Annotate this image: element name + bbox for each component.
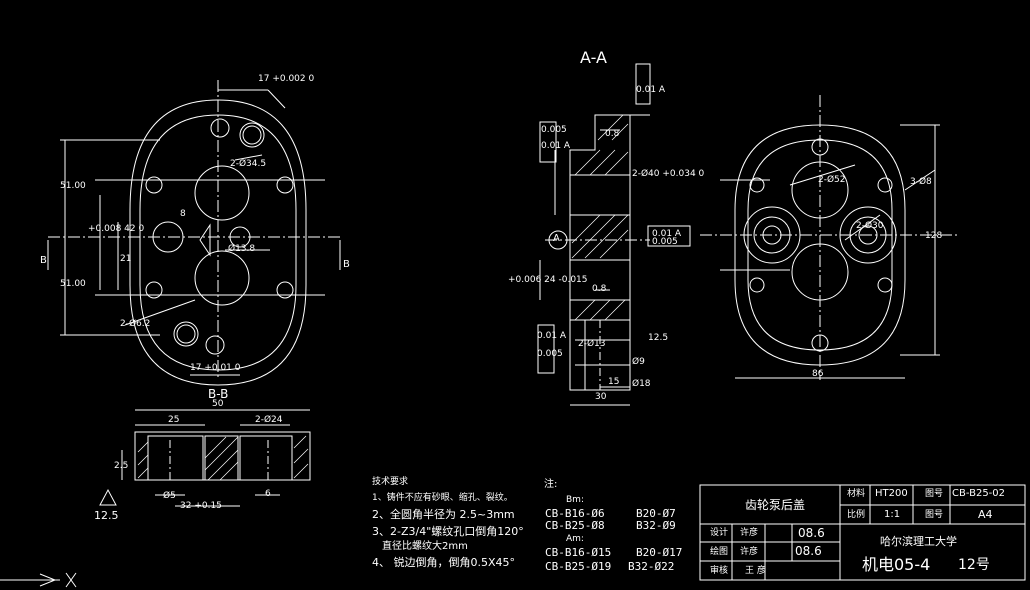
table-note-row2b: B32-Ø9 (636, 519, 676, 532)
drawing-no-label: 图号 (925, 489, 944, 499)
dim-front-c: +0.008 42 0 (88, 224, 145, 234)
note-2: 2、全圆角半径为 2.5~3mm (372, 508, 515, 521)
dim-bb-bottom: 32 +0.15 (180, 501, 222, 511)
dim-front-a: 51.00 (60, 181, 86, 191)
aa-roughness-top: 0.8 (605, 129, 620, 139)
aa-d6: 12.5 (648, 333, 669, 343)
review-label: 审核 (710, 566, 729, 576)
table-note-row3b: B20-Ø17 (636, 546, 683, 559)
sheet-value: A4 (978, 508, 993, 521)
table-note-header2: Am: (566, 534, 584, 544)
scale-label: 比例 (847, 510, 866, 520)
aa-d7: 15 (608, 377, 620, 387)
roughness-global: 12.5 (94, 509, 119, 522)
dim-front-e: 8 (180, 209, 186, 219)
table-note-row2a: CB-B25-Ø8 (545, 519, 605, 532)
note-3: 3、2-Z3/4"螺纹孔口倒角120° (372, 525, 524, 538)
design-label: 设计 (710, 528, 729, 538)
note-4: 4、 锐边倒角，倒角0.5X45° (372, 556, 516, 569)
dim-front-top-tol: 17 +0.002 0 (258, 74, 315, 84)
aa-flat1: 0.01 A (652, 229, 682, 239)
dim-bb-right-small: 6 (265, 489, 271, 499)
cut-mark-left: B (40, 255, 47, 266)
aa-left-tol2: 0.01 A (541, 141, 571, 151)
dim-bb-small: Ø5 (163, 491, 176, 501)
aa-d9: Ø18 (632, 379, 651, 389)
dim-bb-right: 2-Ø24 (255, 415, 283, 425)
right-view (700, 95, 960, 380)
table-note-row4b: B32-Ø22 (628, 560, 675, 573)
review-name: 王 彦 (745, 566, 766, 576)
dim-front-holes: 2-Ø34.5 (230, 159, 267, 169)
aa-left-tol: 0.005 (541, 125, 567, 135)
design-date: 08.6 (798, 526, 825, 540)
rv-height: 128 (925, 231, 943, 241)
sheet-label: 图号 (925, 510, 944, 520)
draw-label: 绘图 (710, 547, 729, 557)
table-note-header1: Bm: (566, 495, 584, 505)
table-note-row1b: B20-Ø7 (636, 507, 676, 520)
aa-d8: 30 (595, 392, 607, 402)
dim-bb-left: 25 (168, 415, 180, 425)
dim-bb-height: 2.5 (114, 461, 129, 471)
datum-a-label: A (553, 233, 560, 244)
drawing-no-value: CB-B25-02 (952, 488, 1006, 499)
aa-side-tol2: 0.005 (537, 349, 563, 359)
cut-mark-right: B (343, 259, 350, 270)
class-code: 机电05-4 (862, 555, 931, 574)
dim-front-bore: Ø13.8 (228, 244, 256, 254)
note-1: 1、铸件不应有砂眼、缩孔、裂纹。 (372, 493, 513, 503)
aa-d2: +0.006 24 -0.015 (508, 275, 588, 285)
section-aa-label: A-A (580, 48, 607, 67)
notes-title: 技术要求 (372, 477, 409, 487)
section-bb-label: B-B (208, 387, 229, 401)
design-name: 许彦 (740, 528, 759, 538)
material-label: 材料 (847, 489, 866, 499)
dim-front-d: 21 (120, 254, 132, 264)
dim-front-small-hole: 2-Ø6.2 (120, 319, 151, 329)
rv-d1: 2-Ø52 (818, 175, 846, 185)
table-note-row1a: CB-B16-Ø6 (545, 507, 605, 520)
rv-d2: 2-Ø30 (856, 221, 884, 231)
front-view (47, 80, 341, 386)
aa-d5: Ø9 (632, 357, 645, 367)
dim-bb-width: 50 (212, 399, 224, 409)
table-note-title: 注: (544, 479, 558, 490)
rv-width: 86 (812, 369, 824, 379)
table-note-row4a: CB-B25-Ø19 (545, 560, 612, 573)
aa-d1: 2-Ø40 +0.034 0 (632, 169, 705, 179)
dim-front-bottom-tol: 17 +0.01 0 (190, 363, 241, 373)
aa-flat2: 0.005 (652, 237, 678, 247)
section-aa (537, 63, 691, 406)
student-no: 12号 (958, 557, 990, 573)
draw-date: 08.6 (795, 544, 822, 558)
scale-value: 1:1 (884, 509, 901, 520)
aa-d4: 2-Ø13 (578, 339, 606, 349)
part-name: 齿轮泵后盖 (745, 498, 806, 512)
aa-tol-top: 0.01 A (636, 85, 666, 95)
note-3b: 直径比螺纹大2mm (382, 541, 468, 552)
school-name: 哈尔滨理工大学 (880, 535, 957, 548)
aa-side-tol1: 0.01 A (537, 331, 567, 341)
draw-name: 许彦 (740, 547, 759, 557)
title-block-lines (699, 484, 1026, 581)
aa-d3: 0.8 (592, 284, 607, 294)
section-bb (99, 409, 311, 507)
dim-front-b: 51.00 (60, 279, 86, 289)
material-value: HT200 (875, 488, 908, 499)
table-note-row3a: CB-B16-Ø15 (545, 546, 612, 559)
rv-d3: 3-Ø8 (910, 177, 932, 187)
